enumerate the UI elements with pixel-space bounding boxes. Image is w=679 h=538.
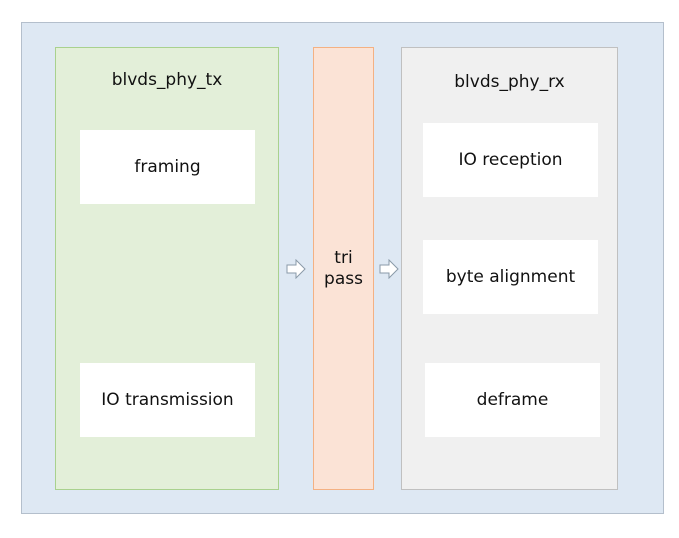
tri-pass-line2: pass <box>324 268 363 289</box>
tri-pass-block: tri pass <box>313 47 374 490</box>
deframe-block: deframe <box>425 363 600 437</box>
arrow-right-icon <box>286 259 306 279</box>
rx-title: blvds_phy_rx <box>454 72 565 92</box>
tx-title: blvds_phy_tx <box>111 70 223 90</box>
io-transmission-block: IO transmission <box>80 363 255 437</box>
byte-alignment-block: byte alignment <box>423 240 598 314</box>
io-reception-block: IO reception <box>423 123 598 197</box>
arrow-right-icon <box>379 259 399 279</box>
tri-pass-line1: tri <box>334 247 353 268</box>
framing-block: framing <box>80 130 255 204</box>
